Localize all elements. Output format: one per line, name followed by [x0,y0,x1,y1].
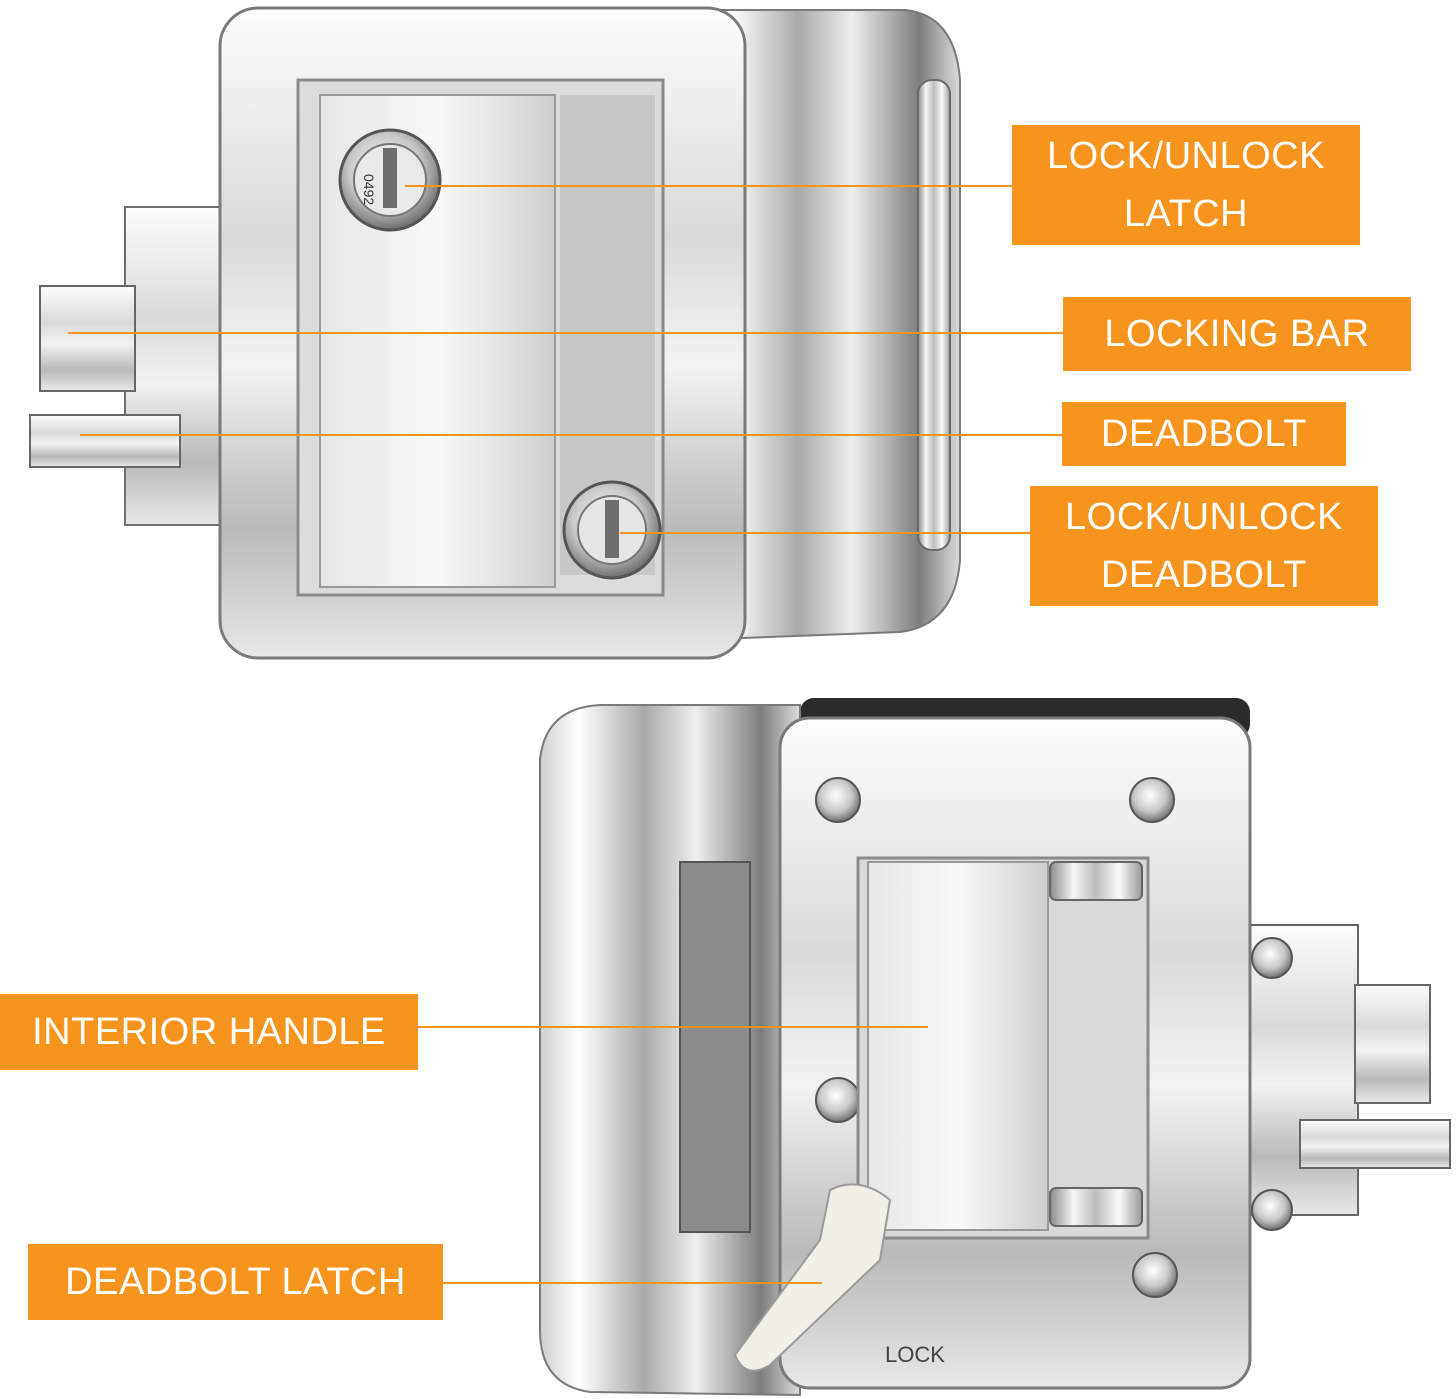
callout-text: INTERIOR HANDLE [32,1011,386,1053]
callout-text: DEADBOLT [1100,413,1307,455]
interior-deadbolt [1299,1119,1451,1169]
deadbolt-keyway [605,500,619,558]
handle-hinge-bottom [1049,1187,1143,1227]
screw-icon [1129,777,1175,823]
screw-icon [815,777,861,823]
exterior-lock-view: 0492 [29,6,961,660]
leader-lines [68,185,1063,1284]
callout-line-1: LOCK/UNLOCK [1047,135,1325,177]
thumb-lever [733,1183,892,1372]
key-code-text: 0492 [361,174,377,205]
interior-lock-view: LOCK [539,698,1451,1397]
lever-marking-text: LOCK [885,1342,945,1367]
callout-lock-unlock-deadbolt: LOCK/UNLOCK DEADBOLT [1030,486,1378,606]
interior-handle [867,861,1049,1231]
side-flange [689,9,961,642]
callout-line-1: LOCK/UNLOCK [1065,496,1343,538]
interior-side-flange [539,704,801,1397]
callout-text: LOCKING BAR [1104,313,1370,355]
callout-lock-unlock-latch: LOCK/UNLOCK LATCH [1012,125,1360,245]
screw-icon [1132,1252,1178,1298]
interior-locking-bar [1354,984,1431,1104]
bolt-housing [124,206,226,526]
callout-deadbolt: DEADBOLT [1062,402,1346,466]
screw-icon [1251,937,1293,979]
callout-line-2: DEADBOLT [1100,554,1307,596]
callout-line-2: LATCH [1123,193,1249,235]
interior-side-slot [679,861,751,1233]
screw-icon [815,1077,861,1123]
deadbolt-bolt [29,414,181,468]
screw-icon [1251,1189,1293,1231]
latch-keyway [383,148,397,208]
callout-locking-bar: LOCKING BAR [1063,297,1411,371]
screws [815,777,1293,1298]
callout-deadbolt-latch: DEADBOLT LATCH [28,1244,443,1320]
callout-interior-handle: INTERIOR HANDLE [0,994,418,1070]
callout-text: DEADBOLT LATCH [65,1261,406,1303]
locking-bar-bolt [39,285,136,392]
handle-hinge-top [1049,861,1143,901]
side-flange-ridge [917,79,951,551]
